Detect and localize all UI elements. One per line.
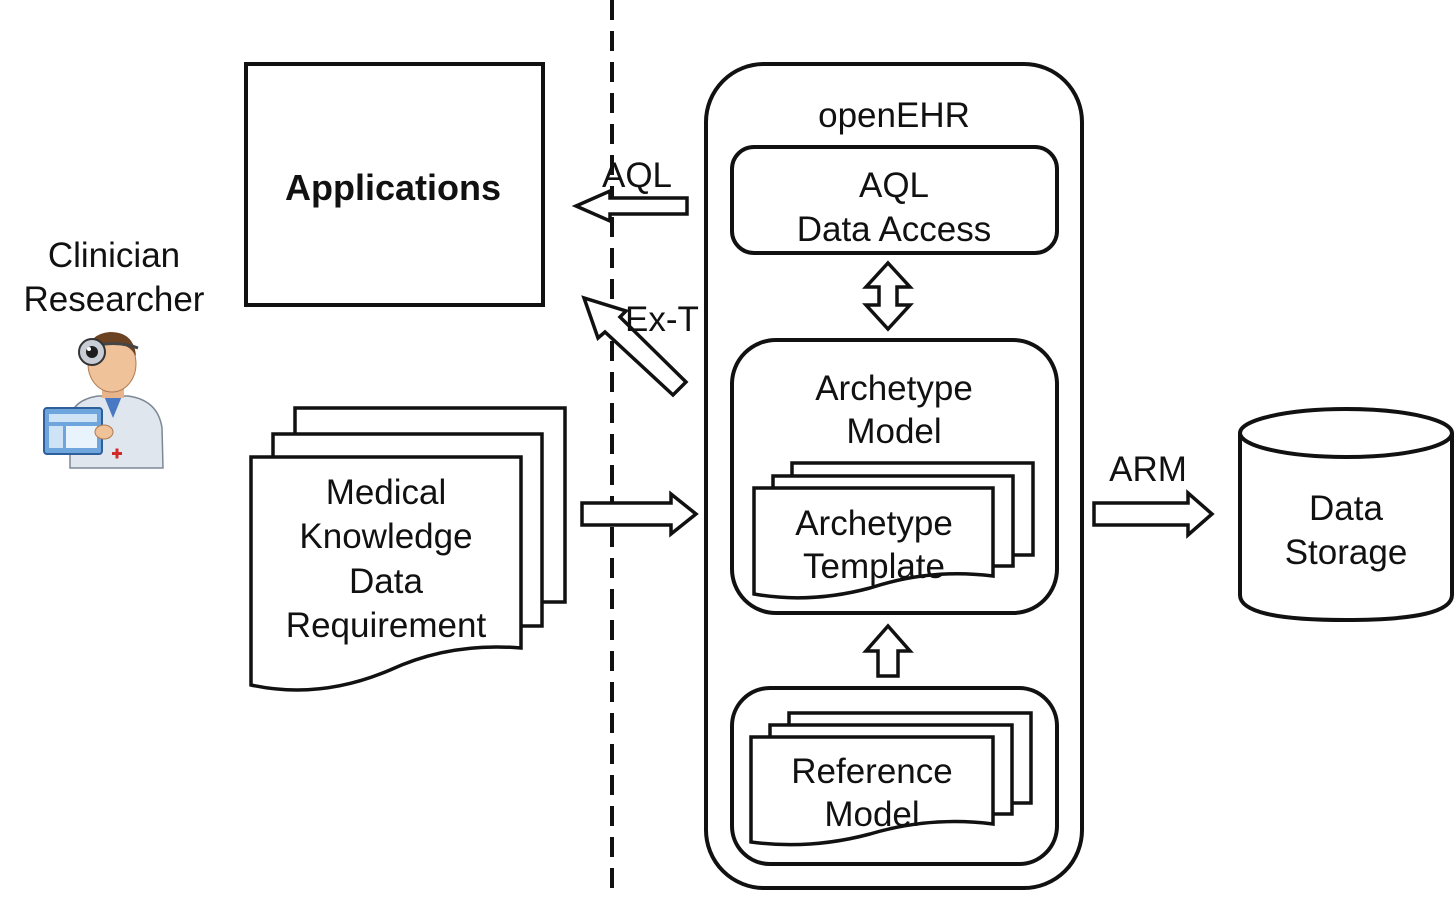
- requirements-line4: Requirement: [286, 606, 487, 645]
- requirements-line1: Medical: [326, 473, 447, 512]
- bidirectional-arrow: [862, 260, 914, 332]
- archetype-template-stack: Archetype Template: [752, 461, 1035, 600]
- applications-label: Applications: [285, 167, 501, 208]
- doctor-icon: [43, 332, 164, 469]
- aql-box-line1: AQL: [859, 166, 929, 205]
- arm-arrow-label: ARM: [1109, 450, 1187, 489]
- ext-arrow: Ex-T: [581, 295, 699, 398]
- arm-arrow: ARM: [1092, 450, 1215, 539]
- archetype-model-box: Archetype Model Archetype Template: [730, 338, 1059, 615]
- requirements-document-stack: Medical Knowledge Data Requirement: [249, 406, 567, 692]
- requirements-line2: Knowledge: [299, 517, 472, 556]
- reference-model-stack: Reference Model: [749, 711, 1033, 847]
- actor-label-line1: Clinician: [48, 236, 180, 275]
- archetype-template-line1: Archetype: [795, 504, 953, 543]
- data-storage-line2: Storage: [1285, 533, 1408, 572]
- aql-box-line2: Data Access: [797, 210, 992, 249]
- archetype-model-line1: Archetype: [815, 369, 973, 408]
- data-storage-cylinder: Data Storage: [1238, 407, 1454, 623]
- data-storage-line1: Data: [1309, 489, 1383, 528]
- requirements-line3: Data: [349, 562, 423, 601]
- aql-arrow-label: AQL: [602, 156, 672, 195]
- requirement-to-openehr-arrow: [580, 490, 699, 538]
- openehr-title: openEHR: [818, 96, 970, 135]
- reference-model-box: Reference Model: [730, 686, 1059, 866]
- aql-arrow: AQL: [571, 156, 689, 224]
- actor-label-line2: Researcher: [24, 280, 205, 319]
- reference-model-line1: Reference: [791, 752, 952, 791]
- up-arrow: [862, 623, 914, 678]
- archetype-model-line2: Model: [846, 412, 941, 451]
- aql-data-access-box: AQL Data Access: [730, 145, 1059, 255]
- openehr-container: openEHR AQL Data Access Archetype Model …: [704, 62, 1084, 890]
- archetype-template-line2: Template: [803, 547, 945, 586]
- applications-box: Applications: [244, 62, 545, 307]
- actor: Clinician Researcher: [24, 236, 205, 469]
- reference-model-line2: Model: [824, 795, 919, 834]
- ext-arrow-label: Ex-T: [625, 300, 699, 339]
